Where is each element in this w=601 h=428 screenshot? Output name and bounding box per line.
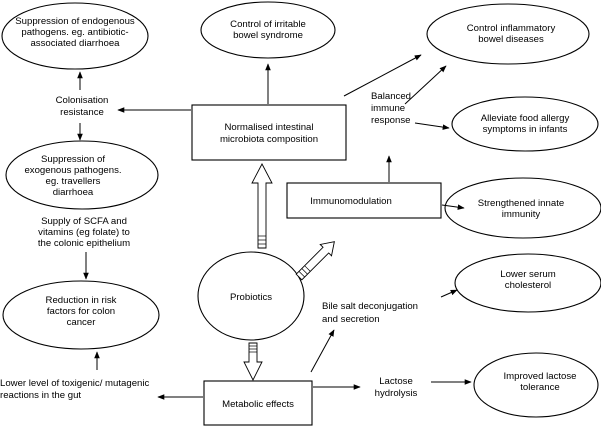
block-arrow-probiotics-down: [243, 342, 263, 382]
label-metabolic-effects: Metabolic effects: [222, 399, 294, 410]
arrow-to-ibd-diagonal: [343, 54, 422, 97]
label-bile-salt: Bile salt deconjugation and secretion: [322, 301, 418, 325]
label-line: and secretion: [322, 314, 380, 325]
label-line: response: [371, 115, 410, 126]
label-line: Reduction in risk: [46, 295, 117, 306]
label-line: Control of irritable: [230, 19, 306, 30]
arrow-immune-to-ibd: [404, 65, 447, 105]
label-line: Lower serum: [500, 269, 555, 280]
arrow-metabolic-to-bile: [310, 329, 335, 373]
label-line: Alleviate food allergy: [481, 113, 570, 124]
box-normalised-microbiota: [191, 104, 347, 161]
label-line: Suppression of endogenous: [15, 16, 135, 27]
label-line: bowel syndrome: [233, 30, 303, 41]
ellipse-alleviate-allergy: [451, 96, 599, 152]
ellipse-probiotics: [197, 251, 305, 341]
label-line: the colonic epithelium: [38, 238, 130, 249]
label-line: Normalised intestinal: [224, 122, 313, 133]
label-line: microbiota composition: [220, 134, 318, 145]
ellipse-reduction-risk: [2, 280, 160, 350]
label-line: hydrolysis: [375, 388, 418, 399]
block-arrow-probiotics-up: [251, 163, 273, 249]
label-line: vitamins (eg folate) to: [38, 227, 130, 238]
label-line: Probiotics: [230, 292, 272, 303]
label-immunomodulation: Immunomodulation: [310, 196, 392, 207]
label-line: Balanced: [371, 91, 411, 102]
box-metabolic-effects: [203, 380, 313, 426]
box-immunomodulation: [286, 182, 442, 219]
label-line: Suppression of: [41, 154, 105, 165]
label-line: diarrhoea: [53, 187, 94, 198]
label-line: Colonisation: [56, 95, 109, 106]
label-line: Metabolic effects: [222, 399, 294, 410]
ellipse-lower-cholesterol: [454, 253, 601, 313]
label-line: Lower level of toxigenic/ mutagenic: [0, 378, 150, 389]
arrow-immune-to-allergy: [414, 122, 450, 130]
label-line: immune: [371, 103, 405, 114]
label-line: Strengthened innate: [478, 198, 564, 209]
label-line: bowel diseases: [478, 34, 544, 45]
ellipse-strengthened-immunity: [444, 177, 601, 239]
ellipse-suppression-exogenous: [5, 140, 159, 210]
label-line: factors for colon: [47, 306, 115, 317]
label-line: eg. travellers: [46, 176, 101, 187]
label-line: cancer: [67, 317, 97, 328]
label-line: associated diarrhoea: [30, 38, 120, 49]
label-line: tolerance: [520, 382, 559, 393]
ellipse-control-ibs: [200, 1, 336, 59]
label-line: pathogens. eg. antibiotic-: [21, 27, 128, 38]
label-line: resistance: [60, 107, 104, 118]
label-probiotics: Probiotics: [230, 292, 272, 303]
arrow-bile-to-cholesterol: [440, 289, 458, 298]
label-line: Control inflammatory: [467, 23, 556, 34]
label-line: immunity: [502, 209, 541, 220]
label-line: Supply of SCFA and: [41, 216, 127, 227]
label-line: cholesterol: [505, 280, 551, 291]
arrow-to-strengthened-immunity: [441, 204, 465, 210]
block-arrow-probiotics-diagonal: [295, 241, 335, 281]
label-line: Bile salt deconjugation: [322, 301, 418, 312]
label-line: Improved lactose: [503, 371, 576, 382]
ellipse-suppression-endogenous: [1, 2, 149, 70]
label-line: Immunomodulation: [310, 196, 392, 207]
label-line: reactions in the gut: [0, 390, 81, 401]
label-line: Lactose: [379, 376, 413, 387]
ellipse-control-ibd: [426, 3, 590, 65]
label-line: symptoms in infants: [483, 124, 568, 135]
ellipse-improved-lactose: [473, 352, 599, 418]
label-line: exogenous pathogens.: [24, 165, 121, 176]
